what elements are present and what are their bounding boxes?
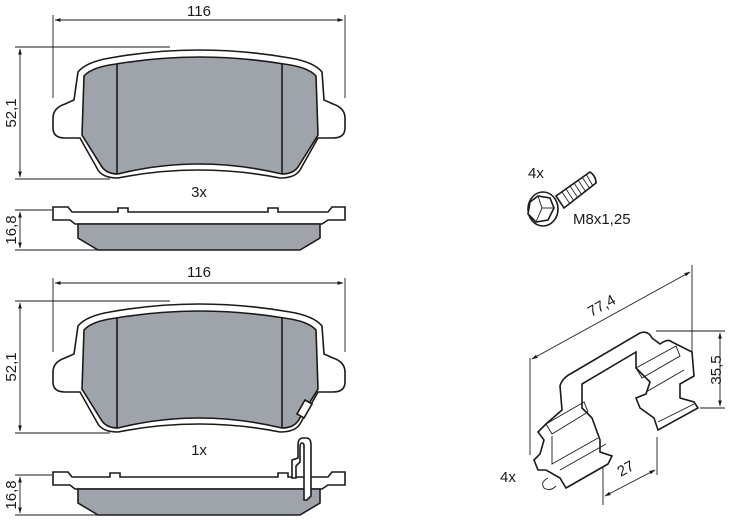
clip-quantity-label: 4x [500, 469, 516, 486]
bolt-quantity-label: 4x [528, 165, 544, 182]
width-label: 27 [614, 458, 637, 481]
height-label: 52,1 [3, 98, 20, 127]
backing-plate-side [52, 471, 346, 490]
friction-material-face [81, 310, 319, 429]
thickness-label: 16,8 [3, 480, 20, 509]
length-label: 77,4 [585, 292, 619, 321]
friction-material-side [77, 488, 321, 516]
clip-icon [533, 331, 700, 491]
wear-sensor-clip [291, 437, 312, 501]
clip-group: 77,4 35,5 27 4x [500, 265, 725, 505]
bolt-icon [527, 171, 597, 227]
bolt-thread-label: M8x1,25 [573, 211, 631, 228]
pad-set-1: 116 52,1 3x 16,8 [3, 3, 346, 251]
quantity-label: 3x [191, 184, 207, 201]
height-label: 52,1 [3, 352, 20, 381]
friction-material-side [77, 223, 321, 251]
width-label: 116 [187, 264, 211, 281]
width-label: 116 [187, 3, 211, 20]
wear-indicator-tab [295, 398, 314, 420]
width-dimension-line [604, 469, 656, 497]
bolt-group: 4x M8x1,25 [527, 165, 631, 228]
pad-set-2: 116 52,1 1x 16,8 [3, 264, 346, 516]
friction-material-face [81, 56, 319, 175]
quantity-label: 1x [191, 442, 207, 459]
backing-plate-side [52, 206, 346, 225]
height-label: 35,5 [708, 355, 725, 384]
thickness-label: 16,8 [3, 215, 20, 244]
length-dimension-line [531, 271, 691, 360]
